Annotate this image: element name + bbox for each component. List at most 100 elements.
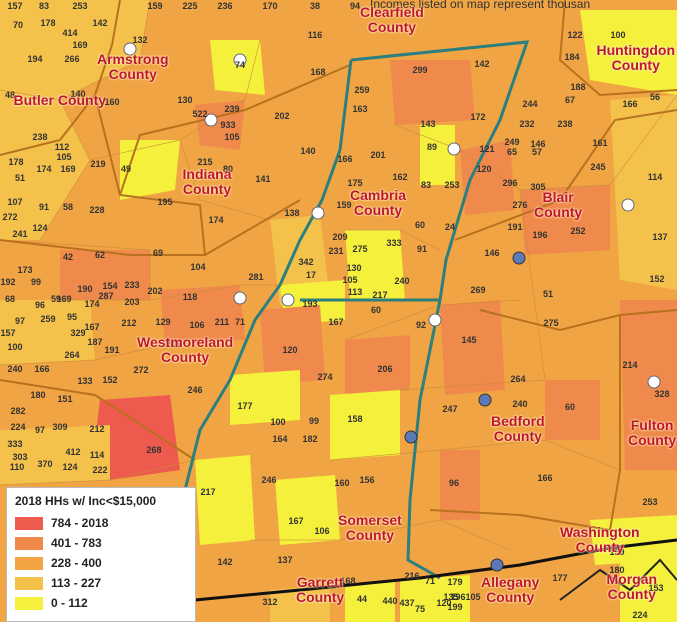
tract-number: 193 <box>302 299 317 309</box>
tract-number: 216 <box>404 571 419 581</box>
tract-number: 194 <box>27 54 42 64</box>
tract-number: 105 <box>224 132 239 142</box>
tract-number: 91 <box>417 244 427 254</box>
tract-number: 238 <box>557 119 572 129</box>
state-line <box>194 538 677 602</box>
tract-number: 174 <box>84 299 99 309</box>
tract-number: 178 <box>8 157 23 167</box>
tract-number: 60 <box>415 220 425 230</box>
tract-number: 71 <box>235 317 245 327</box>
tract-number: 333 <box>7 439 22 449</box>
tract-number: 137 <box>652 232 667 242</box>
county-label-line: Morgan <box>606 571 658 587</box>
tract-number: 60 <box>565 402 575 412</box>
tract-number: 169 <box>60 164 75 174</box>
legend-swatch <box>15 556 43 570</box>
tract-number: 212 <box>121 318 136 328</box>
tract-number: 118 <box>183 292 198 302</box>
tract-number: 97 <box>15 316 25 326</box>
tract-number: 192 <box>0 277 15 287</box>
tract-number: 105 <box>342 275 357 285</box>
tract-number: 158 <box>347 414 362 424</box>
tract-number: 174 <box>208 215 223 225</box>
tract-number: 211 <box>215 317 230 327</box>
tract-number: 153 <box>648 583 663 593</box>
tract-number: 287 <box>98 291 113 301</box>
county-label-line: County <box>182 181 232 197</box>
tract-number: 253 <box>72 1 87 11</box>
tract-number: 177 <box>552 573 567 583</box>
tract-number: 83 <box>39 1 49 11</box>
tract-number: 238 <box>32 132 47 142</box>
county-label-line: County <box>607 586 656 602</box>
tract-number: 157 <box>7 1 22 11</box>
tract-number: 253 <box>444 180 459 190</box>
county-boundaries <box>0 0 677 531</box>
cambria-somerset-west-boundary <box>180 59 353 561</box>
county-label-line: Butler County <box>13 91 107 108</box>
tract-number: 206 <box>377 364 392 374</box>
tract-number: 312 <box>262 597 277 607</box>
tract-number: 437 <box>399 598 414 608</box>
tract-number: 57 <box>532 147 542 157</box>
tract-number: 68 <box>5 294 15 304</box>
tract-number: 215 <box>197 157 212 167</box>
tract-number: 196 <box>532 230 547 240</box>
tract-number: 152 <box>649 274 664 284</box>
tract-number: 129 <box>155 317 170 327</box>
legend-item: 113 - 227 <box>15 573 187 593</box>
tract-number: 167 <box>328 317 343 327</box>
tract-number: 100 <box>270 417 285 427</box>
tract-number: 296 <box>502 178 517 188</box>
tract-number: 160 <box>334 478 349 488</box>
tract-number: 71 <box>425 576 435 586</box>
tract-number: 305 <box>530 182 545 192</box>
county-label-line: County <box>296 589 345 605</box>
tract-number: 166 <box>537 473 552 483</box>
highway-shields <box>123 42 661 572</box>
tract-number: 48 <box>5 90 15 100</box>
tract-number: 190 <box>77 284 92 294</box>
tract-number: 163 <box>352 104 367 114</box>
tract-number: 51 <box>543 289 553 299</box>
county-label-line: Cambria <box>350 187 407 203</box>
tract-number: 272 <box>2 212 17 222</box>
tract-number: 142 <box>474 59 489 69</box>
tract-number: 170 <box>262 1 277 11</box>
tract-number: 203 <box>124 297 139 307</box>
tract-number: 522 <box>192 109 207 119</box>
tract-number: 89 <box>427 142 437 152</box>
legend-item: 0 - 112 <box>15 593 187 613</box>
tract-number: 67 <box>565 95 575 105</box>
tract-number: 124 <box>32 223 47 233</box>
legend-item: 401 - 783 <box>15 533 187 553</box>
tract-number: 124 <box>62 462 77 472</box>
tract-number: 140 <box>300 146 315 156</box>
tract-number: 113 <box>348 287 363 297</box>
tract-number: 49 <box>121 164 131 174</box>
tract-number: 212 <box>89 424 104 434</box>
tract-number: 233 <box>124 280 139 290</box>
county-label-line: County <box>345 527 395 543</box>
tract-number: 122 <box>567 30 582 40</box>
tract-number: 276 <box>512 200 527 210</box>
tract-number: 105 <box>465 592 480 602</box>
tract-number: 121 <box>479 144 494 154</box>
tract-number: 100 <box>610 30 625 40</box>
tract-number: 91 <box>39 202 49 212</box>
tract-number: 175 <box>347 178 362 188</box>
tract-number: 169 <box>56 294 71 304</box>
legend-range-label: 401 - 783 <box>51 536 102 550</box>
tract-number: 69 <box>153 248 163 258</box>
tract-number: 106 <box>189 320 204 330</box>
tract-number: 112 <box>55 142 70 152</box>
tract-number: 216 <box>165 339 180 349</box>
